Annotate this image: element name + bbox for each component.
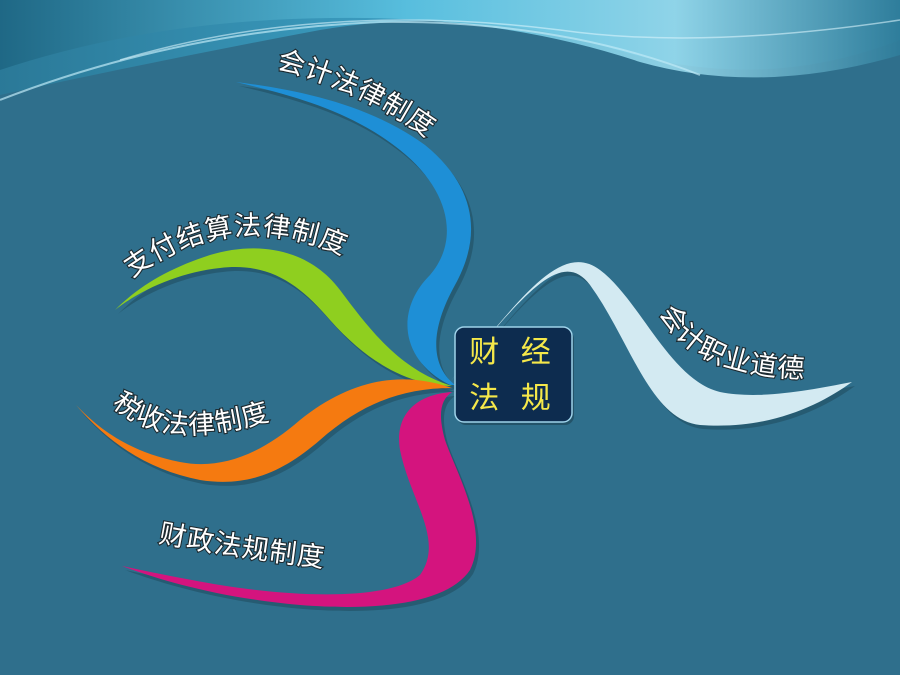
center-node-box: [454, 326, 573, 423]
branch-fiscal-regulation: [122, 392, 480, 611]
branch-shape-accounting-law: [236, 82, 472, 385]
header-wave-decoration: [0, 0, 900, 101]
branch-shape-tax-law: [76, 379, 452, 482]
branch-shape-professional-ethics: [450, 262, 852, 426]
branch-shape-fiscal-regulation: [122, 392, 477, 607]
branch-accounting-law: [236, 82, 475, 389]
branch-tax-law: [76, 379, 455, 486]
branch-professional-ethics: [450, 262, 855, 430]
center-title-line2: 法 规: [469, 381, 557, 416]
center-title-line1: 财 经: [469, 335, 557, 370]
branch-shape-payment-settlement-law: [115, 248, 452, 386]
branch-payment-settlement-law: [115, 248, 455, 390]
center-node: 财 经 法 规: [454, 326, 574, 425]
branch-label-tax-law: 税收法律制度: [107, 386, 273, 441]
branch-label-fiscal-regulation: 财政法规制度: [157, 518, 327, 574]
